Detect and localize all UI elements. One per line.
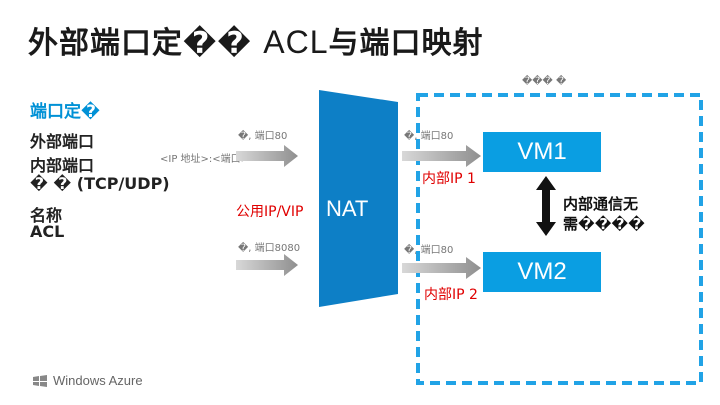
vm1-label: VM1 <box>517 138 567 165</box>
internal-endpoint-label-2: �, 端口80 <box>404 245 454 256</box>
int-arrow-2 <box>402 257 481 279</box>
internal-comm-line-1: 内部通信无 <box>563 195 639 213</box>
endpoint-definition-heading: 端口定� <box>30 102 100 122</box>
windows-azure-logo: Windows Azure <box>32 373 143 388</box>
sidebar-item-internal-port: 内部端口 <box>30 156 95 175</box>
nat-gateway-shape <box>319 90 398 307</box>
internal-endpoint-label-1: �, 端口80 <box>404 131 454 142</box>
ext-arrow-2 <box>236 254 298 276</box>
vm2-box: VM2 <box>483 252 601 292</box>
sidebar-item-name: 名称 <box>30 206 63 225</box>
title-rest: 与端口映射 <box>328 26 484 61</box>
internal-ip-1-label: 内部IP 1 <box>422 171 476 187</box>
public-ip-label: 公用IP/VIP <box>236 204 304 220</box>
external-endpoint-label-2: �, 端口8080 <box>238 243 301 254</box>
windows-flag-icon <box>33 374 47 387</box>
vm2-label: VM2 <box>517 258 567 285</box>
nat-label: NAT <box>326 196 369 221</box>
sidebar-item-external-port: 外部端口 <box>30 132 95 151</box>
internal-ip-2-label: 内部IP 2 <box>424 287 478 303</box>
cloud-service-boundary <box>416 93 703 385</box>
title-main: 外部端口定�� <box>28 26 252 61</box>
sidebar-item-acl: ACL <box>30 222 65 241</box>
vm1-box: VM1 <box>483 132 601 172</box>
brand-label: Windows Azure <box>53 373 143 388</box>
external-endpoint-label-1: �, 端口80 <box>238 131 288 142</box>
cloud-service-label: ��� � <box>522 76 567 87</box>
ip-port-format-label: <IP 地址>:<端口> <box>160 154 250 165</box>
internal-comm-arrow <box>536 176 556 236</box>
slide-title: 外部端口定�� ACL与端口映射 <box>28 18 484 62</box>
sidebar-item-protocol: � � (TCP/UDP) <box>30 174 170 193</box>
internal-comm-line-2: 需���� <box>563 215 645 233</box>
title-acl: ACL <box>263 24 329 60</box>
int-arrow-1 <box>402 145 481 167</box>
ext-arrow-1 <box>236 145 298 167</box>
